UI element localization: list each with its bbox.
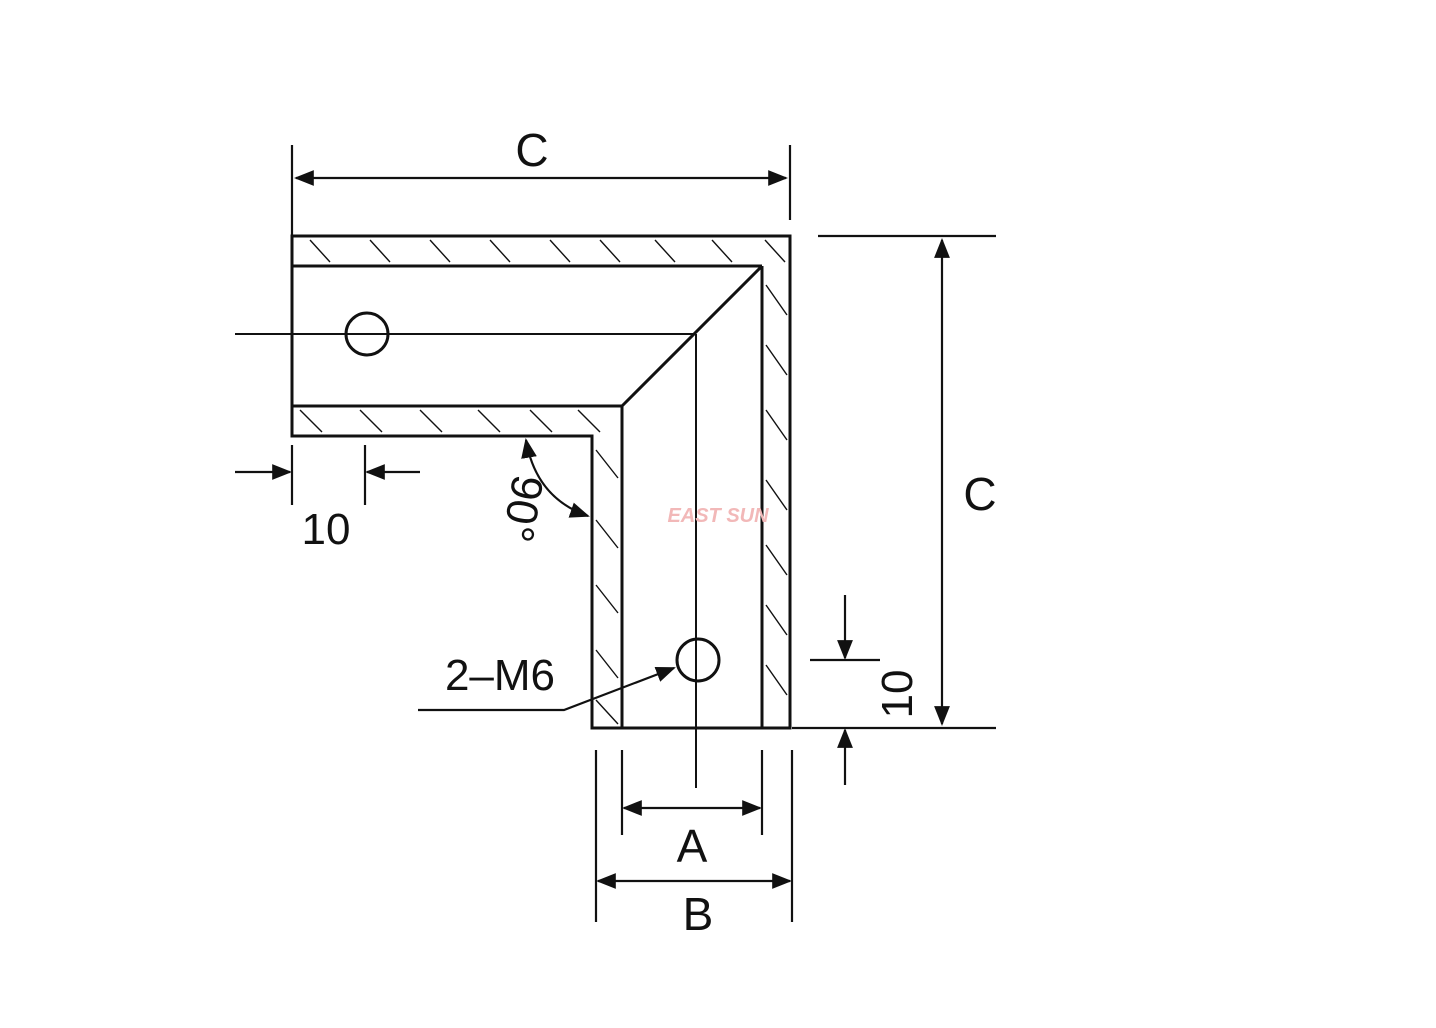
dimension-inner-width-a <box>620 750 764 835</box>
hole-bottom <box>675 637 721 683</box>
hole-top <box>344 311 390 357</box>
dimension-edge-offset-vertical <box>810 595 880 785</box>
label-angle: 90° <box>492 471 552 545</box>
label-edge-offset-horizontal: 10 <box>302 505 351 554</box>
hatch-top-wall <box>309 239 786 263</box>
dimension-edge-offset-horizontal <box>235 445 420 505</box>
hatch-left-wall <box>595 449 619 725</box>
dimension-right-c <box>792 234 996 730</box>
watermark: EAST SUN <box>667 505 769 527</box>
label-top-c: C <box>515 124 548 176</box>
label-inner-width-a: A <box>677 820 708 872</box>
bracket-profile <box>290 234 792 730</box>
hole-centerlines <box>235 333 697 788</box>
label-outer-width-b: B <box>683 888 714 940</box>
hatch-bottom-wall <box>299 409 601 433</box>
label-holes: 2–M6 <box>445 651 555 700</box>
angle-arc <box>521 438 590 518</box>
outer-outline <box>290 234 792 730</box>
dimension-top-c <box>290 145 792 236</box>
holes-leader <box>418 666 676 712</box>
label-edge-offset-vertical: 10 <box>873 670 922 719</box>
hatch-right-wall <box>765 284 788 696</box>
label-right-c: C <box>963 468 996 520</box>
dimension-outer-width-b <box>594 750 794 922</box>
miter-line <box>620 264 764 408</box>
